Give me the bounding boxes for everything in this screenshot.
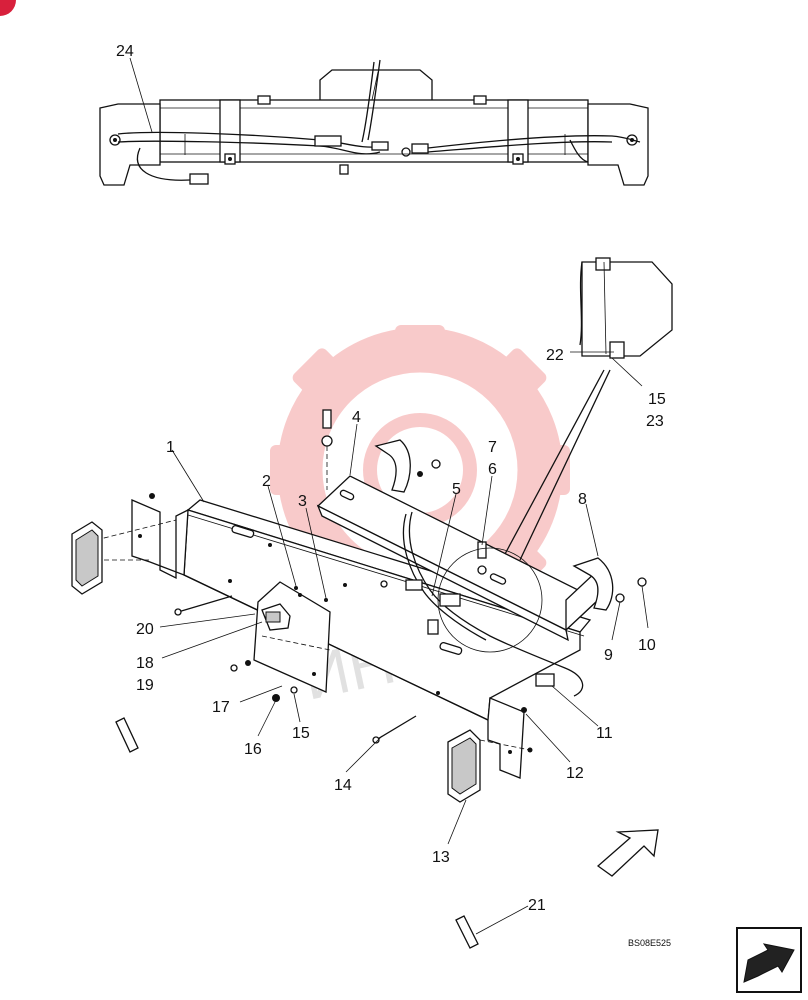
callout-15-bottom: 15 <box>292 725 310 742</box>
callout-5: 5 <box>452 481 461 498</box>
leader-lines <box>129 57 649 935</box>
callout-13: 13 <box>432 849 450 866</box>
callout-11: 11 <box>596 725 613 742</box>
direction-arrow-icon <box>596 829 659 877</box>
callout-23: 23 <box>646 413 664 430</box>
callout-9: 9 <box>604 647 613 664</box>
callout-15-top: 15 <box>648 391 666 408</box>
callout-7: 7 <box>488 439 497 456</box>
callout-20: 20 <box>136 621 154 638</box>
callout-14: 14 <box>334 777 352 794</box>
callout-17: 17 <box>212 699 230 716</box>
callout-3: 3 <box>298 493 307 510</box>
callout-1: 1 <box>166 439 175 456</box>
callout-4: 4 <box>352 409 361 426</box>
callout-2: 2 <box>262 473 271 490</box>
callout-labels: 24 22 15 23 1 4 7 6 2 3 5 8 9 10 20 18 1… <box>116 43 666 914</box>
callout-22: 22 <box>546 347 564 364</box>
exploded-view <box>71 369 659 949</box>
callout-21: 21 <box>528 897 546 914</box>
drawing-code: BS08E525 <box>628 938 671 948</box>
callout-24: 24 <box>116 43 134 60</box>
next-page-arrow-icon[interactable] <box>736 927 802 993</box>
corner-badge <box>0 0 16 16</box>
callout-8: 8 <box>578 491 587 508</box>
callout-19: 19 <box>136 677 154 694</box>
top-view-assembly <box>99 59 649 186</box>
detail-view-bracket <box>579 257 673 359</box>
callout-6: 6 <box>488 461 497 478</box>
callout-18: 18 <box>136 655 154 672</box>
callout-12: 12 <box>566 765 584 782</box>
callout-10: 10 <box>638 637 656 654</box>
callout-16: 16 <box>244 741 262 758</box>
